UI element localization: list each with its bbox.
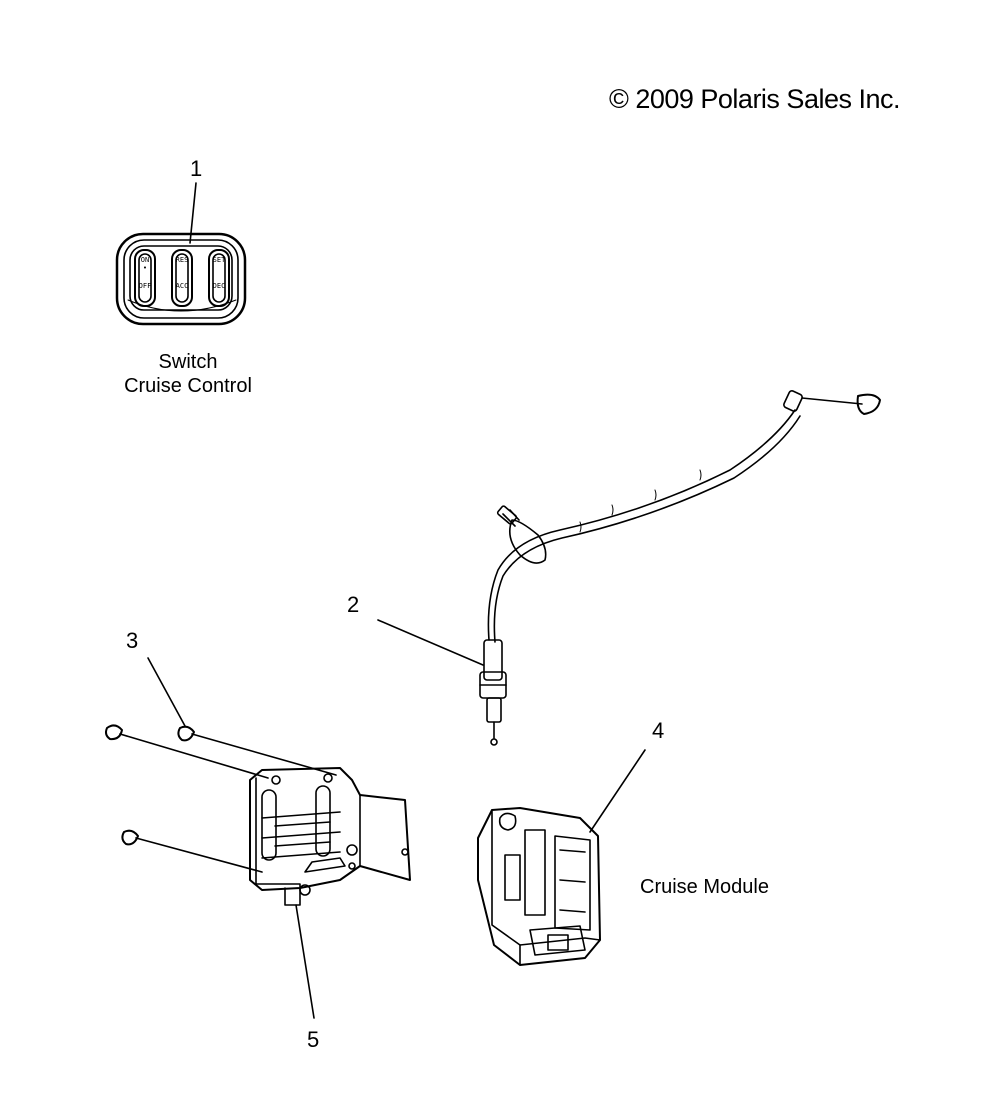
cruise-switch-part <box>115 182 247 326</box>
leader-5 <box>295 904 315 1019</box>
callout-3: 3 <box>126 628 139 653</box>
switch-off-label: OFF <box>138 282 152 290</box>
leader-2 <box>377 619 484 666</box>
mounting-bracket-part <box>249 767 411 1019</box>
switch-caption-line1: Switch <box>158 351 218 373</box>
switch-set-label: SET <box>212 256 226 264</box>
speed-sensor-cable-part <box>377 390 881 746</box>
leader-3 <box>147 657 186 727</box>
switch-button-res-acc: RES ACC <box>173 256 191 290</box>
switch-button-on-off: ON • OFF <box>136 256 154 290</box>
switch-caption: Switch Cruise Control <box>98 350 278 398</box>
callout-2: 2 <box>347 592 360 617</box>
switch-dec-label: DEC <box>212 282 226 290</box>
cruise-module-part <box>477 749 646 966</box>
callout-4: 4 <box>652 718 665 743</box>
module-caption: Cruise Module <box>640 876 769 898</box>
switch-on-label: ON <box>140 256 150 264</box>
switch-caption-line2: Cruise Control <box>124 375 252 397</box>
switch-acc-label: ACC <box>175 282 189 290</box>
switch-res-label: RES <box>175 256 189 264</box>
screws-part <box>105 657 337 873</box>
switch-button-set-dec: SET DEC <box>210 256 228 290</box>
leader-4 <box>589 749 646 833</box>
callout-1: 1 <box>190 156 203 181</box>
switch-dot-label: • <box>142 264 148 272</box>
copyright-text: © 2009 Polaris Sales Inc. <box>608 84 901 114</box>
callout-5: 5 <box>307 1027 320 1052</box>
